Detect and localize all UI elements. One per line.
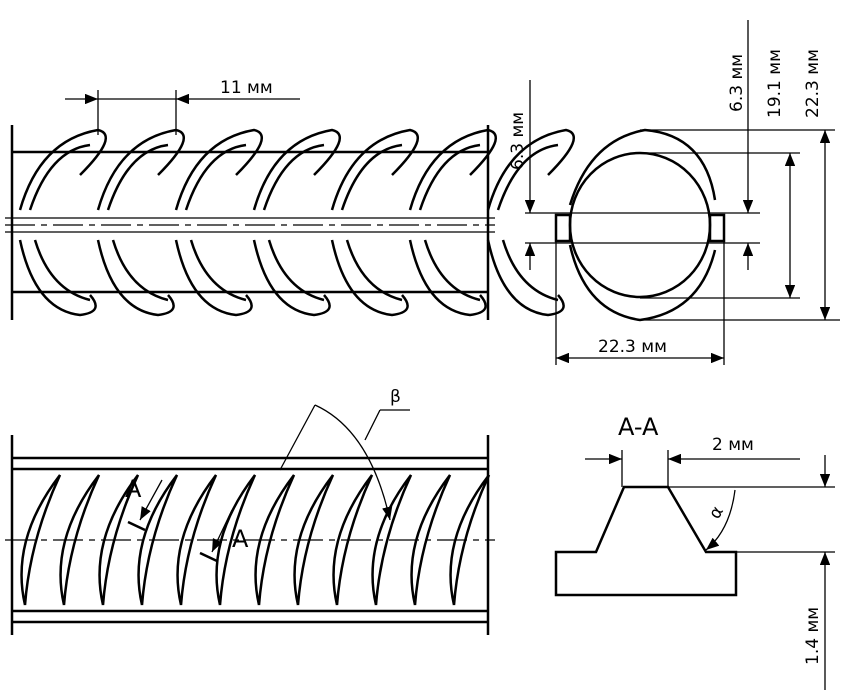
rib-curve	[96, 239, 175, 317]
rib-crescent	[332, 474, 374, 606]
rib-curve	[340, 143, 403, 211]
rib-curve	[106, 143, 169, 211]
height-label: 1.4 мм	[803, 607, 823, 665]
width-label: 22.3 мм	[598, 337, 667, 357]
rib-curve	[18, 128, 108, 211]
rib-curve	[486, 239, 565, 317]
cross-section: 6.3 мм 6.3 мм 19.1 мм 22.3 мм 22.3 мм	[508, 20, 840, 365]
outer-diameter-label: 22.3 мм	[803, 49, 823, 118]
rib-width-label: 6.3 мм	[508, 112, 528, 170]
rib-curve	[267, 239, 325, 302]
section-mark-1: A	[125, 475, 142, 503]
rib-curve	[174, 128, 264, 211]
rib-crescent	[254, 474, 296, 606]
rib-curve	[28, 143, 91, 211]
rib-curve	[252, 128, 342, 211]
rib-crescent	[59, 474, 101, 606]
rib-curve	[408, 128, 498, 211]
beta-label: β	[390, 387, 401, 407]
rib-curve	[486, 128, 576, 211]
rib-curve	[262, 143, 325, 211]
alpha-label: α	[705, 503, 728, 523]
rib-curve	[96, 128, 186, 211]
ribs-side	[18, 128, 576, 317]
rib-curve	[496, 143, 559, 211]
rib-curve	[345, 239, 403, 302]
rib-curve	[18, 239, 97, 317]
rib-crescent	[176, 474, 218, 606]
rib-curve	[184, 143, 247, 211]
top-view: β A A	[5, 387, 495, 635]
rib-curve	[330, 128, 420, 211]
top-width-label: 2 мм	[712, 435, 754, 455]
side-view: 11 мм	[5, 78, 576, 320]
rib-curve	[423, 239, 481, 302]
rib-pitch-label: 11 мм	[220, 78, 273, 98]
rib-crescent	[371, 474, 413, 606]
rib-curve	[330, 239, 409, 317]
rib-curve	[418, 143, 481, 211]
rib-crescent	[410, 474, 452, 606]
core-diameter-label: 19.1 мм	[765, 49, 785, 118]
section-mark-2: A	[232, 525, 249, 553]
section-title: A-A	[618, 413, 659, 441]
rib-crescent	[98, 474, 140, 606]
rib-curve	[174, 239, 253, 317]
rib-curve	[252, 239, 331, 317]
section-aa: A-A 2 мм α 1.4 мм	[554, 413, 835, 690]
rib-curve	[33, 239, 91, 302]
rib-curve	[408, 239, 487, 317]
rib-crescent	[215, 474, 257, 606]
rib-height-label: 6.3 мм	[727, 54, 747, 112]
rib-curve	[189, 239, 247, 302]
rib-crescent	[293, 474, 335, 606]
rib-crescent	[20, 474, 62, 606]
rib-crescent	[137, 474, 179, 606]
ribs-top	[20, 474, 491, 606]
rib-curve	[501, 239, 559, 302]
rib-curve	[111, 239, 169, 302]
rib-crescent	[449, 474, 491, 606]
